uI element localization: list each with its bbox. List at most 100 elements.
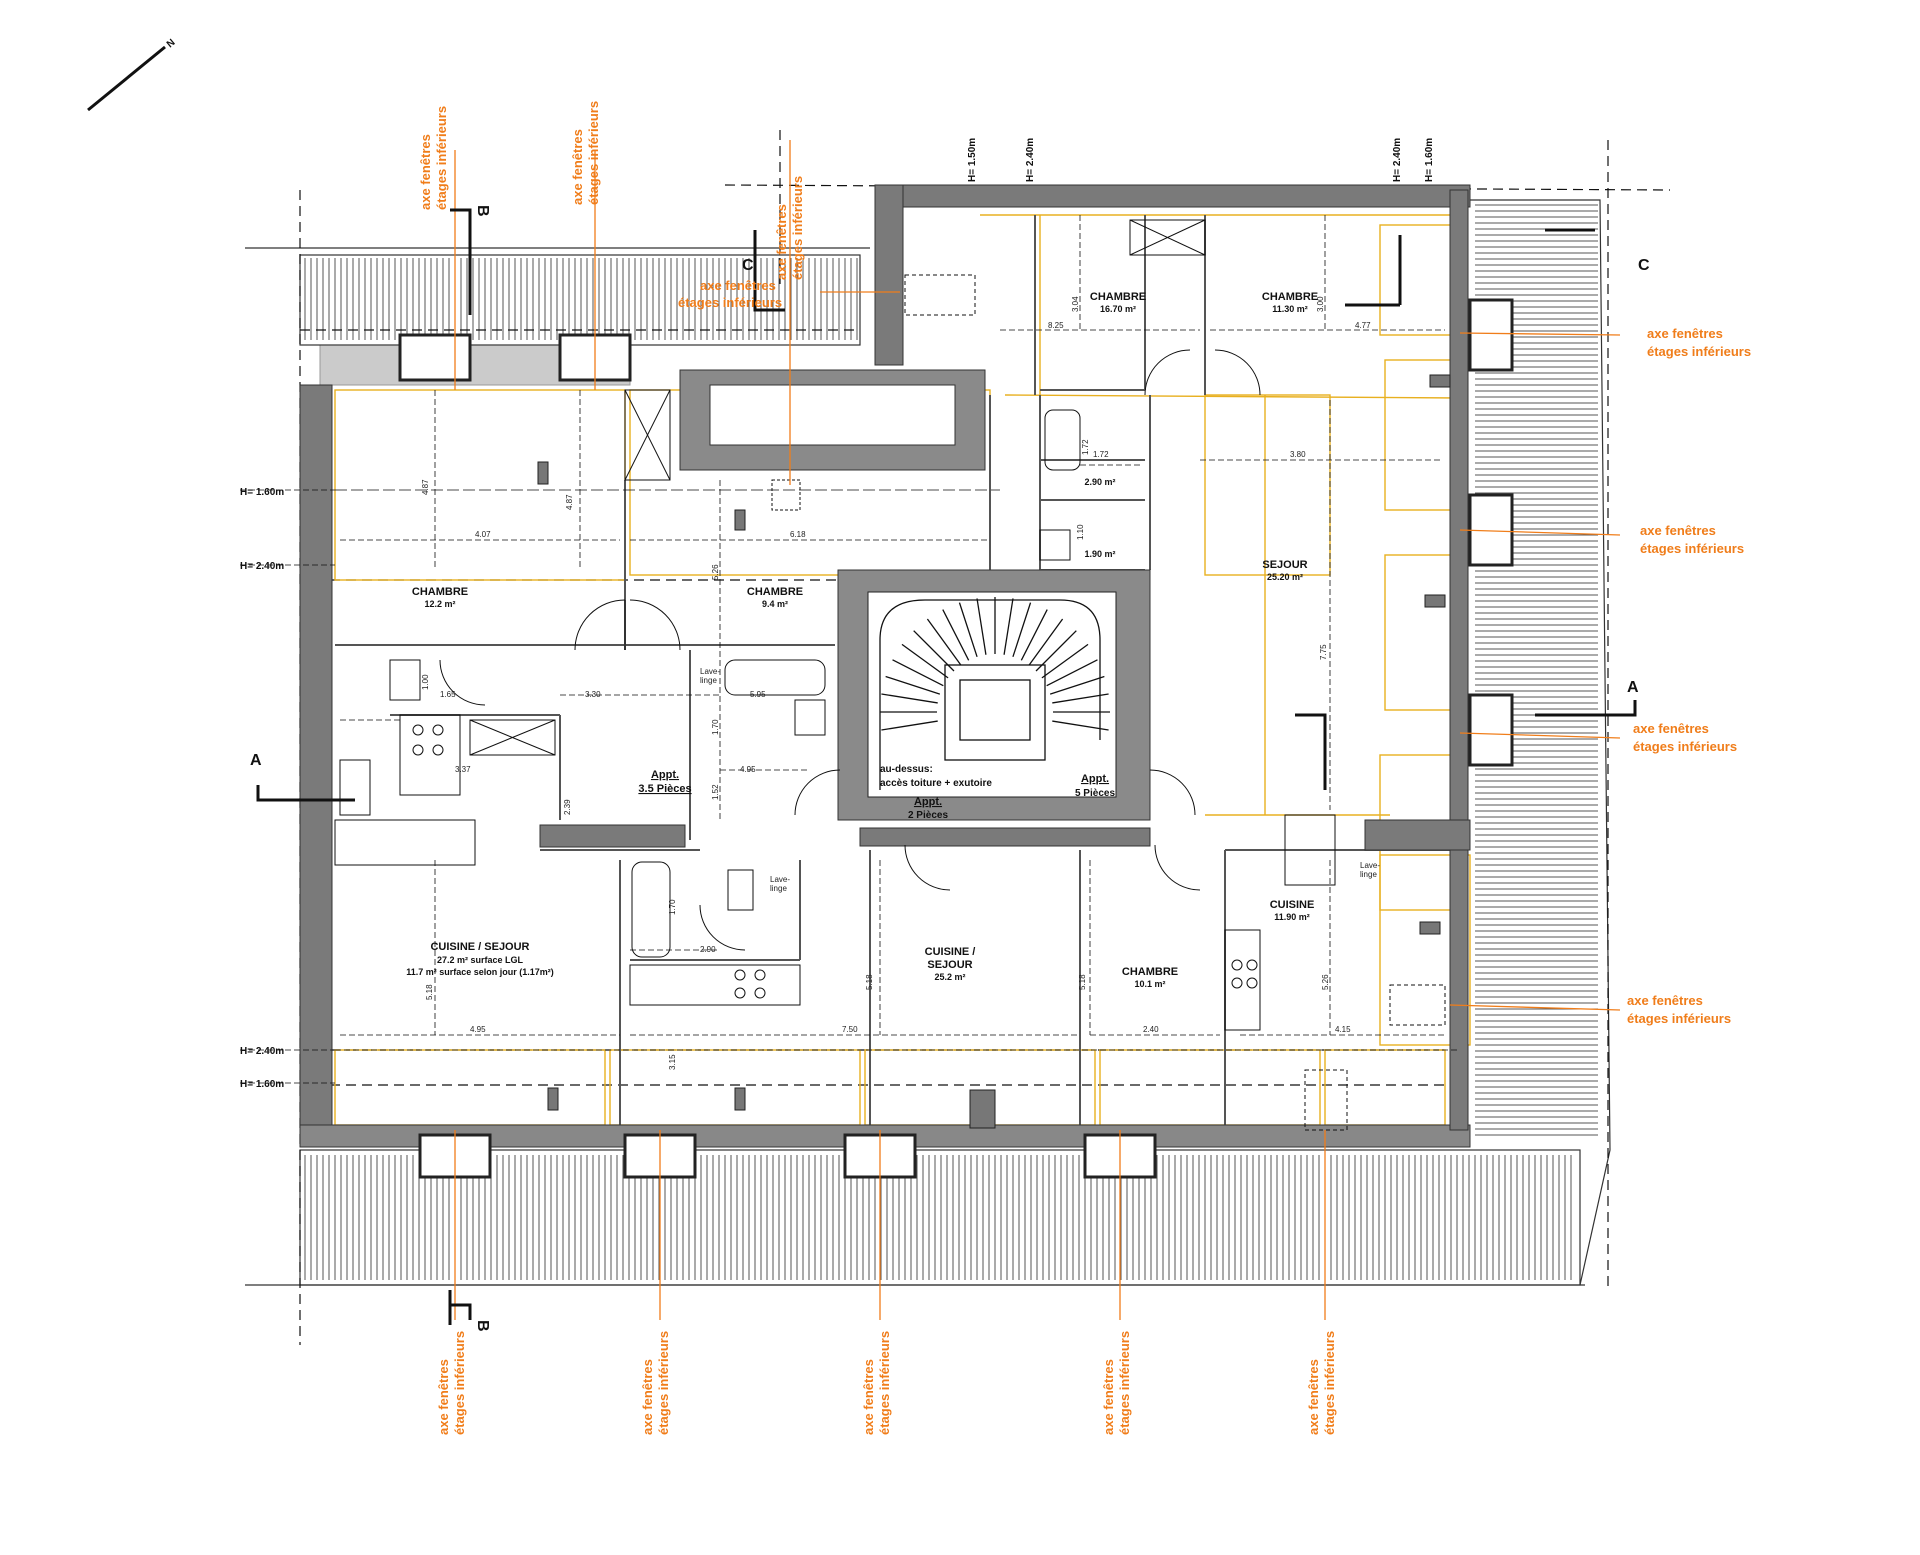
dim-9: 1.65 (440, 690, 456, 699)
svg-text:axe fenêtres: axe fenêtres (640, 1359, 655, 1435)
axe-label-top-2: axe fenêtres étages inférieurs (570, 101, 601, 205)
axe-label-top-3: axe fenêtres étages inférieurs (774, 176, 805, 280)
dim-29: 7.75 (1319, 644, 1328, 660)
window-axes (454, 140, 1621, 1320)
room-name-chambre-nw: CHAMBRE (412, 586, 468, 598)
dim-28: 1.10 (1076, 524, 1085, 540)
dim-8: 4.95 (740, 765, 756, 774)
axe-label-top-4: axe fenêtres étages inférieurs (678, 278, 782, 310)
section-label-c-east: C (1638, 257, 1650, 274)
axe-label-east-2: axe fenêtres étages inférieurs (1640, 523, 1744, 556)
hatch-line (881, 720, 938, 731)
hatch-line (1012, 602, 1032, 658)
svg-text:étages inférieurs: étages inférieurs (1322, 1331, 1337, 1435)
hatch-line (1046, 659, 1098, 687)
dim-3: 4.87 (565, 494, 574, 510)
appt-title-5: Appt. (1081, 773, 1109, 785)
axe-label-east-1: axe fenêtres étages inférieurs (1647, 326, 1751, 359)
dim-14: 7.50 (842, 1025, 858, 1034)
dim-22: 8.25 (1048, 321, 1064, 330)
height-label-240-sw: H= 2.40m (240, 1046, 284, 1057)
room-name-cuisine-sejour-c-1: CUISINE / (925, 946, 976, 958)
svg-text:axe fenêtres: axe fenêtres (774, 204, 789, 280)
dim-2: 4.87 (421, 479, 430, 495)
height-label-240-nw: H= 2.40m (240, 561, 284, 572)
room-area-cuisine-sejour-w-2: 11.7 m² surface selon jour (1.17m²) (406, 967, 554, 977)
dim-4: 6.18 (790, 530, 806, 539)
room-area-cuisine-e: 11.90 m² (1274, 912, 1310, 922)
hatch-line (976, 598, 987, 655)
room-area-chambre-ne2: 11.30 m² (1272, 304, 1308, 314)
room-name-chambre-ne1: CHAMBRE (1090, 291, 1146, 303)
axe-label-bottom-4: axe fenêtres étages inférieurs (1101, 1331, 1132, 1435)
dimension-lines (240, 215, 1460, 1084)
section-label-a-east: A (1627, 679, 1639, 696)
section-markers (256, 208, 1637, 1325)
hatch-line (901, 643, 949, 679)
hatch-line (1035, 630, 1077, 672)
height-label-150-n: H= 1.50m (967, 138, 978, 182)
dim-13: 4.95 (470, 1025, 486, 1034)
svg-text:étages inférieurs: étages inférieurs (586, 101, 601, 205)
svg-text:étages inférieurs: étages inférieurs (434, 106, 449, 210)
height-label-160-nw: H= 1.60m (240, 487, 284, 498)
hatch-line (1052, 720, 1109, 731)
hatch-line (942, 609, 970, 661)
door-swings (439, 349, 1261, 951)
room-name-cuisine-sejour-c-2: SEJOUR (927, 959, 972, 971)
axe-label-bottom-1: axe fenêtres étages inférieurs (436, 1331, 467, 1435)
fixture-lave-3: Lave- (1360, 861, 1380, 870)
room-area-chambre-ne1: 16.70 m² (1100, 304, 1136, 314)
fixture-lave-2: Lave- (770, 875, 790, 884)
room-name-cuisine-sejour-w: CUISINE / SEJOUR (430, 941, 529, 953)
dim-6: 5.95 (750, 690, 766, 699)
hatch-line (1028, 618, 1064, 666)
room-name-chambre-ne2: CHAMBRE (1262, 291, 1318, 303)
hatch-line (1020, 609, 1048, 661)
dim-12: 2.90 (700, 945, 716, 954)
fixture-linge-3: linge (1360, 870, 1377, 879)
dim-20: 5.18 (425, 984, 434, 1000)
room-area-wc1: 2.90 m² (1084, 477, 1115, 487)
appt-rooms-5: 5 Pièces (1075, 788, 1115, 799)
dim-27: 3.80 (1290, 450, 1306, 459)
stair-note-2: accès toiture + exutoire (880, 778, 992, 789)
room-name-sejour-e: SEJOUR (1262, 559, 1307, 571)
svg-text:axe fenêtres: axe fenêtres (436, 1359, 451, 1435)
appt-title-35: Appt. (651, 769, 679, 781)
hatch-line (892, 659, 944, 687)
hatch-line (913, 630, 955, 672)
north-arrow-icon: N (87, 37, 177, 112)
room-name-chambre-n: CHAMBRE (747, 586, 803, 598)
dim-10: 1.52 (711, 784, 720, 800)
hatch-line (1049, 675, 1105, 695)
dim-17: 2.40 (1143, 1025, 1159, 1034)
svg-text:axe fenêtres: axe fenêtres (1647, 326, 1723, 341)
fixture-linge-2: linge (770, 884, 787, 893)
svg-text:étages inférieurs: étages inférieurs (1647, 344, 1751, 359)
hatch-line (926, 618, 962, 666)
svg-text:étages inférieurs: étages inférieurs (656, 1331, 671, 1435)
dim-32: 1.00 (421, 674, 430, 690)
structural-walls (299, 184, 1471, 1148)
room-area-chambre-s: 10.1 m² (1134, 979, 1165, 989)
fixture-lave: Lave- (700, 667, 720, 676)
axe-label-bottom-5: axe fenêtres étages inférieurs (1306, 1331, 1337, 1435)
height-label-240-n: H= 2.40m (1025, 138, 1036, 182)
svg-text:étages inférieurs: étages inférieurs (1633, 739, 1737, 754)
dim-18: 4.15 (1335, 1025, 1351, 1034)
hatch-line (1003, 598, 1014, 655)
svg-text:axe fenêtres: axe fenêtres (700, 278, 776, 293)
dim-34: 5.26 (711, 564, 720, 580)
dim-23: 3.04 (1071, 296, 1080, 312)
svg-text:axe fenêtres: axe fenêtres (1627, 993, 1703, 1008)
room-area-chambre-n: 9.4 m² (762, 599, 788, 609)
appt-rooms-2: 2 Pièces (908, 810, 948, 821)
axe-label-bottom-2: axe fenêtres étages inférieurs (640, 1331, 671, 1435)
room-name-chambre-s: CHAMBRE (1122, 966, 1178, 978)
stair-note-1: au-dessus: (880, 764, 933, 775)
svg-text:étages inférieurs: étages inférieurs (877, 1331, 892, 1435)
svg-text:étages inférieurs: étages inférieurs (678, 295, 782, 310)
svg-text:axe fenêtres: axe fenêtres (570, 129, 585, 205)
